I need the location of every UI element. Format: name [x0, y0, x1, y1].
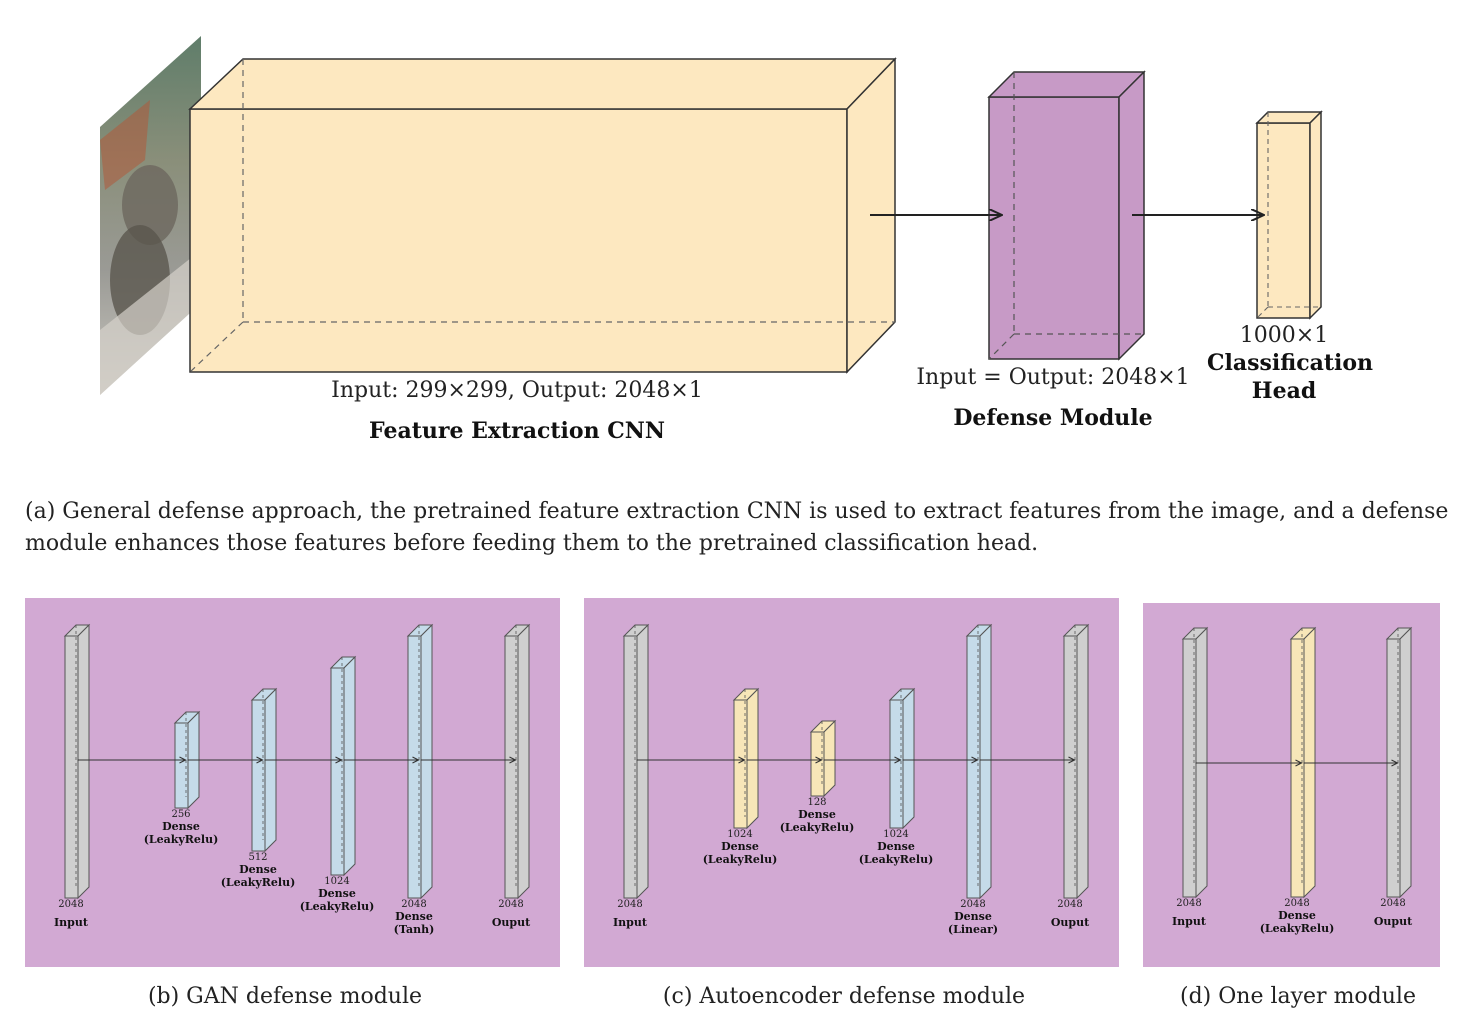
layer-block-1: [734, 689, 758, 828]
layer-size-label: 2048: [1176, 898, 1201, 909]
layer-activation-label: (LeakyRelu): [859, 853, 934, 866]
layer-activation-label: (LeakyRelu): [221, 876, 296, 889]
layer-block-0: [624, 625, 648, 898]
layer-block-4: [967, 625, 991, 898]
layer-name-label: Dense: [162, 820, 200, 833]
layer-size-label: 1024: [883, 829, 908, 840]
layer-block-2: [811, 721, 835, 796]
layer-activation-label: (Tanh): [394, 923, 435, 936]
head-title-line2: Head: [1252, 378, 1316, 404]
head-title-line1: Classification: [1207, 350, 1373, 376]
layer-block-5: [505, 625, 529, 898]
layer-block-5: [1064, 625, 1088, 898]
layer-size-label: 1024: [324, 876, 349, 887]
layer-name-label: Dense: [1278, 909, 1316, 922]
defense-io-label: Input = Output: 2048×1: [916, 365, 1189, 390]
defense-block: [989, 72, 1144, 359]
layer-activation-label: (LeakyRelu): [1260, 922, 1335, 935]
panel-gan: 2048Input256Dense(LeakyRelu)512Dense(Lea…: [25, 598, 560, 967]
layer-size-label: 2048: [498, 899, 523, 910]
layer-name-label: Dense: [877, 840, 915, 853]
layer-name-label: Input: [54, 916, 89, 929]
cnn-io-label: Input: 299×299, Output: 2048×1: [331, 378, 703, 403]
top-diagram: Input: 299×299, Output: 2048×1 Feature E…: [0, 0, 1481, 470]
layer-size-label: 1024: [727, 829, 752, 840]
layer-size-label: 256: [171, 809, 190, 820]
layer-name-label: Dense: [954, 910, 992, 923]
layer-name-label: Dense: [721, 840, 759, 853]
layer-size-label: 2048: [1380, 898, 1405, 909]
layer-size-label: 512: [248, 852, 267, 863]
layer-name-label: Dense: [318, 887, 356, 900]
figure-c-caption: (c) Autoencoder defense module: [584, 984, 1104, 1009]
panel-one-layer: 2048Input2048Dense(LeakyRelu)2048Ouput: [1143, 603, 1440, 967]
layer-name-label: Ouput: [1051, 916, 1090, 929]
panel-autoencoder: 2048Input1024Dense(LeakyRelu)128Dense(Le…: [584, 598, 1119, 967]
layer-size-label: 2048: [960, 899, 985, 910]
layer-block-3: [890, 689, 914, 828]
layer-size-label: 2048: [1057, 899, 1082, 910]
layer-name-label: Input: [613, 916, 648, 929]
figure-d-caption: (d) One layer module: [1143, 984, 1453, 1009]
figure-a-caption: (a) General defense approach, the pretra…: [25, 496, 1465, 560]
layer-name-label: Input: [1172, 915, 1207, 928]
layer-activation-label: (LeakyRelu): [300, 900, 375, 913]
layer-activation-label: (LeakyRelu): [144, 833, 219, 846]
layer-activation-label: (LeakyRelu): [780, 821, 855, 834]
figure-b-caption: (b) GAN defense module: [25, 984, 545, 1009]
layer-size-label: 128: [807, 797, 826, 808]
layer-name-label: Dense: [239, 863, 277, 876]
defense-title: Defense Module: [953, 405, 1152, 431]
input-image: [100, 36, 201, 395]
head-block: [1257, 112, 1321, 318]
cnn-title: Feature Extraction CNN: [369, 418, 665, 444]
layer-block-4: [408, 625, 432, 898]
layer-size-label: 2048: [1284, 898, 1309, 909]
layer-size-label: 2048: [58, 899, 83, 910]
layer-name-label: Ouput: [1374, 915, 1413, 928]
layer-activation-label: (LeakyRelu): [703, 853, 778, 866]
layer-activation-label: (Linear): [948, 923, 998, 936]
layer-block-0: [65, 625, 89, 898]
layer-name-label: Dense: [798, 808, 836, 821]
layer-block-2: [252, 689, 276, 851]
layer-block-3: [331, 657, 355, 875]
layer-name-label: Ouput: [492, 916, 531, 929]
head-size-label: 1000×1: [1240, 323, 1328, 348]
layer-size-label: 2048: [401, 899, 426, 910]
layer-size-label: 2048: [617, 899, 642, 910]
cnn-block: [190, 59, 895, 372]
layer-name-label: Dense: [395, 910, 433, 923]
